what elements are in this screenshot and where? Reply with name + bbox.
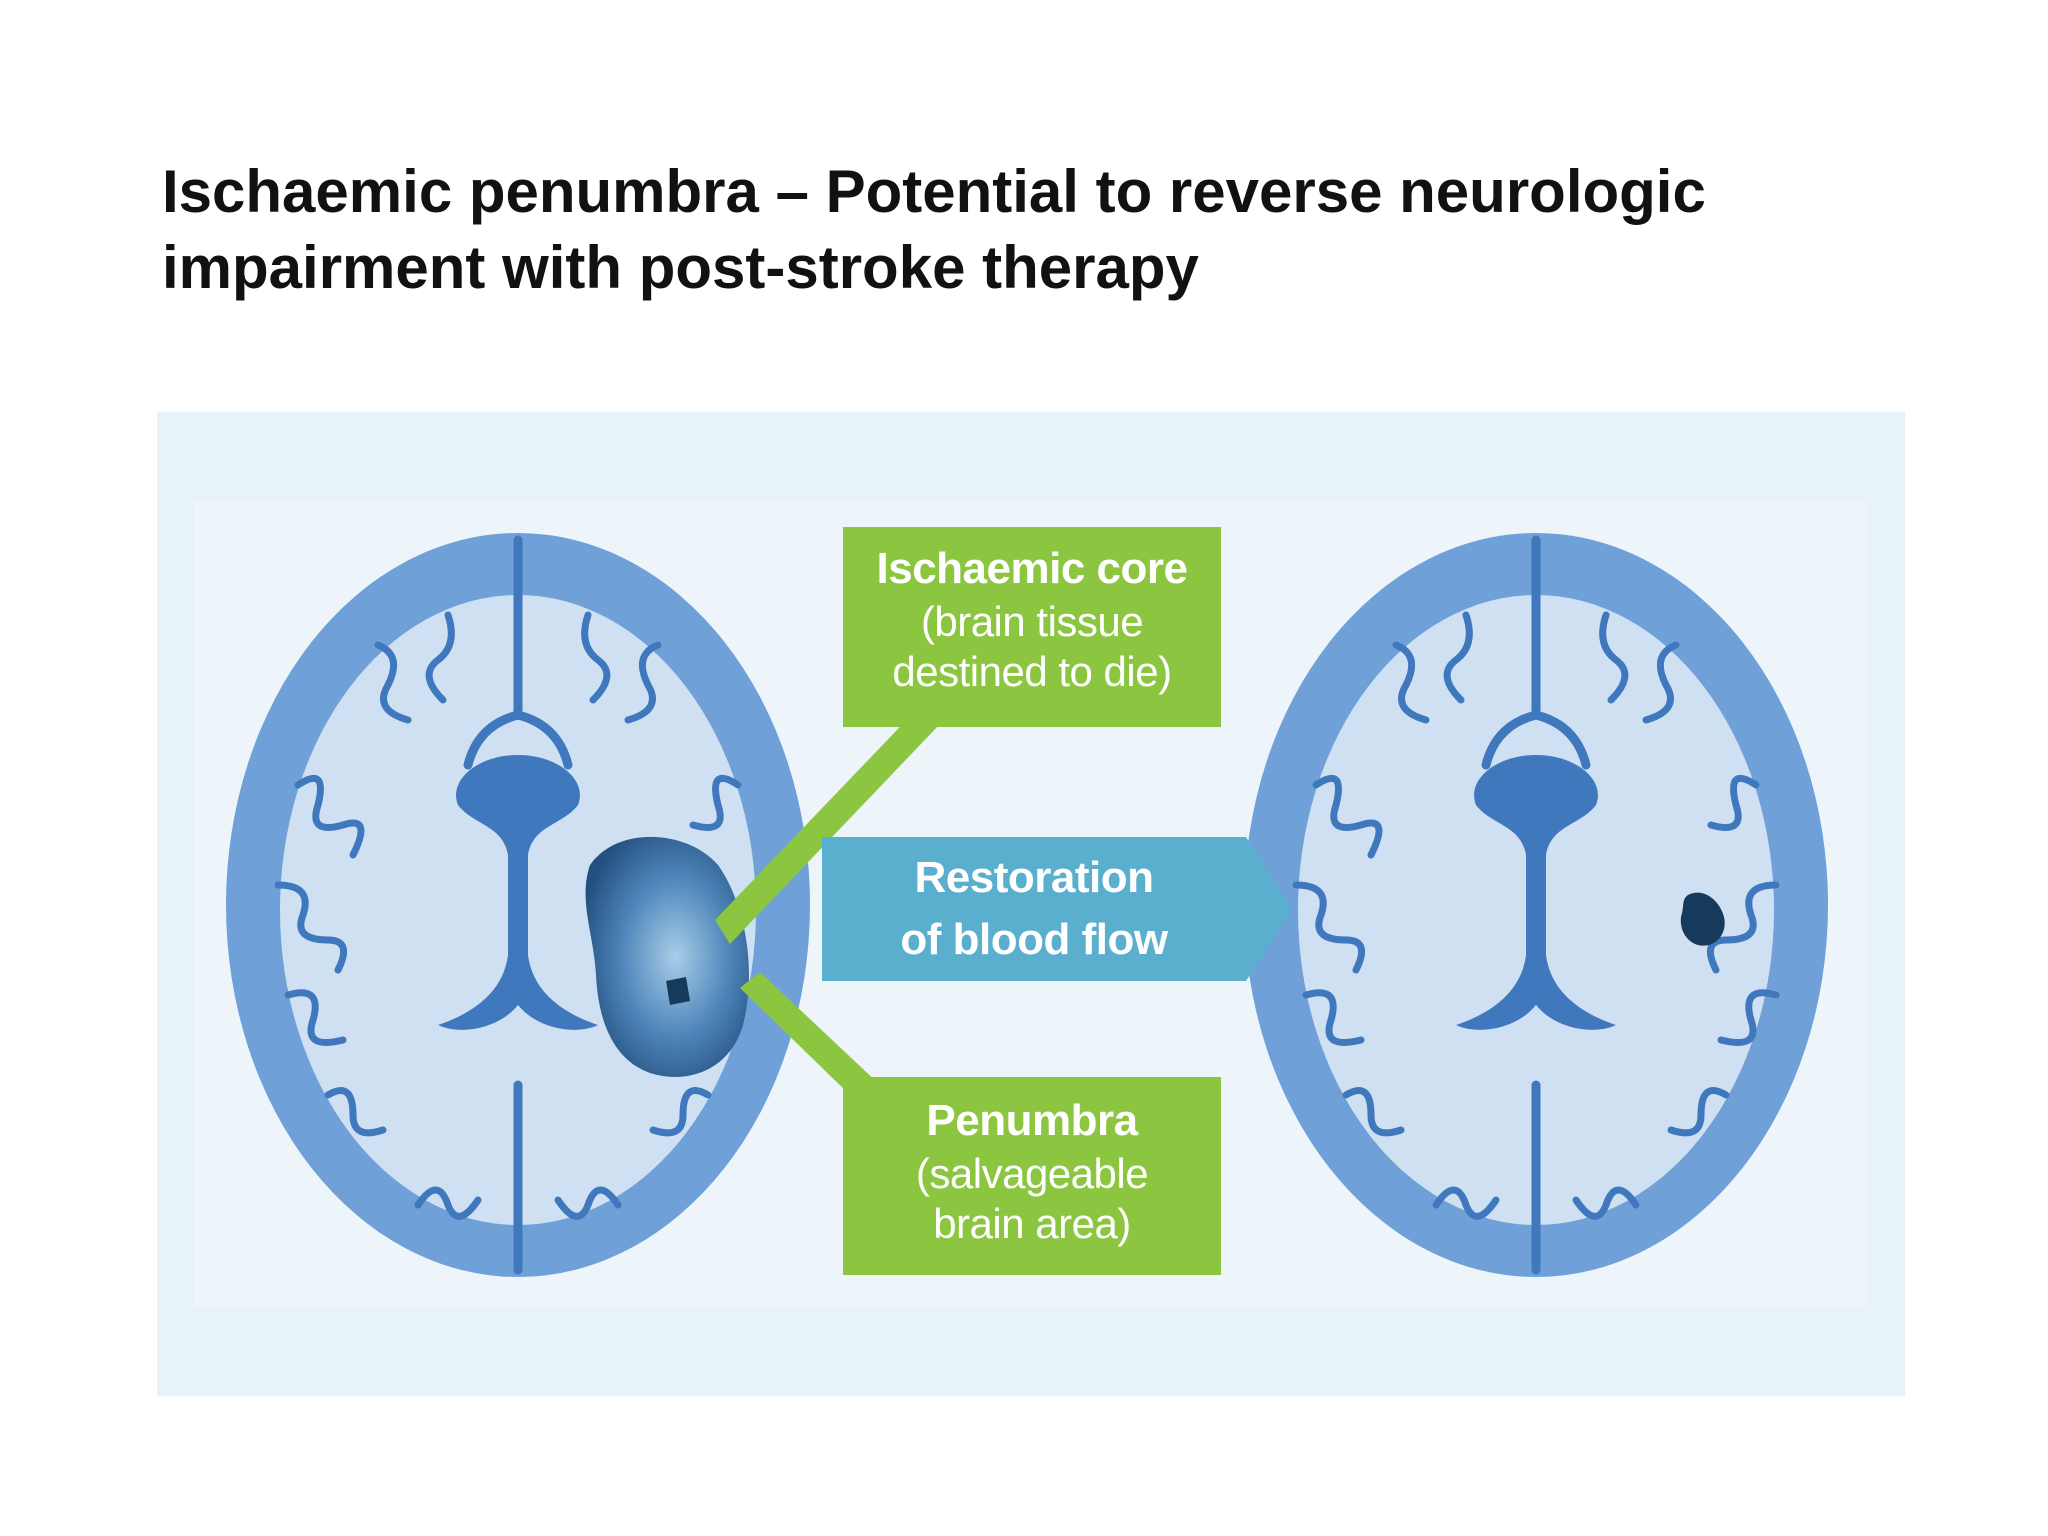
title-line-2: impairment with post-stroke therapy xyxy=(162,234,1199,301)
restoration-line-2: of blood flow xyxy=(900,915,1168,964)
brain-after-illustration xyxy=(1236,525,1836,1285)
brain-before-svg xyxy=(226,533,810,1277)
midline-fissure xyxy=(463,535,573,1275)
brain-before-illustration xyxy=(218,525,818,1285)
arrow-shape xyxy=(822,837,1292,981)
ischaemic-core-label: Ischaemic core (brain tissue destined to… xyxy=(843,527,1221,727)
residual-core-spot xyxy=(1680,892,1725,946)
ventricle xyxy=(1456,755,1616,1030)
ventricle xyxy=(438,755,598,1030)
penumbra-label: Penumbra (salvageable brain area) xyxy=(843,1077,1221,1275)
penumbra-heading: Penumbra xyxy=(926,1096,1138,1145)
core-desc-line-2: destined to die) xyxy=(892,648,1172,695)
midline-fissure xyxy=(1481,535,1591,1275)
restoration-arrow: Restoration of blood flow xyxy=(822,837,1292,981)
title-line-1: Ischaemic penumbra – Potential to revers… xyxy=(162,158,1706,225)
penumbra-desc-line-1: (salvageable xyxy=(915,1150,1149,1197)
ischaemic-core-spot xyxy=(666,977,690,1005)
stroke-lesion xyxy=(585,836,749,1077)
cortex-folds xyxy=(1292,611,1780,1220)
penumbra-desc-line-2: brain area) xyxy=(933,1200,1131,1247)
restoration-line-1: Restoration xyxy=(914,853,1154,902)
core-desc-line-1: (brain tissue xyxy=(920,598,1144,645)
core-heading: Ischaemic core xyxy=(876,544,1188,593)
brain-after-svg xyxy=(1244,533,1828,1277)
restoration-text: Restoration of blood flow xyxy=(864,847,1204,971)
slide-title: Ischaemic penumbra – Potential to revers… xyxy=(162,154,1922,306)
